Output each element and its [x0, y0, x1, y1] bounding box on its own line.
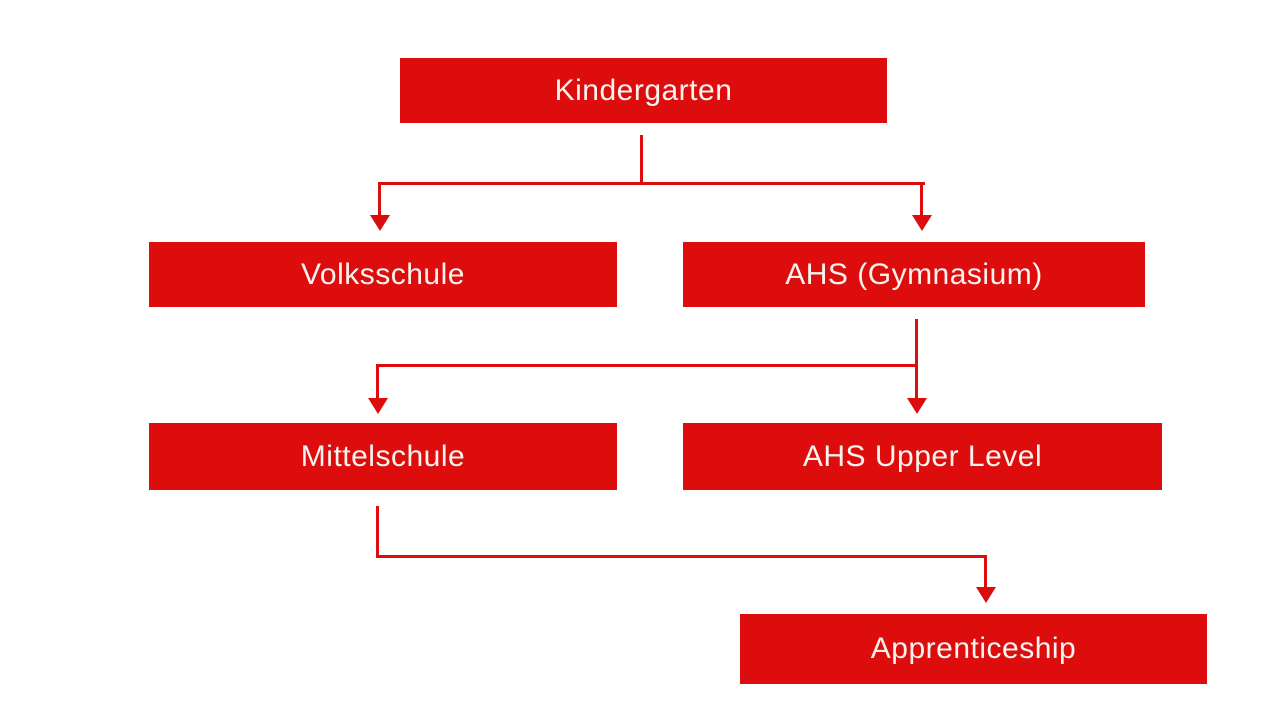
- edge-kindergarten-stem-line: [640, 135, 643, 184]
- edge-ahs-upper-level-arrowhead-icon: [907, 398, 927, 414]
- edge-kindergarten-branch-line: [378, 182, 925, 185]
- edge-ahs-mittelschule-drop-line: [376, 364, 379, 398]
- node-ahs-gymnasium-label: AHS (Gymnasium): [785, 257, 1043, 291]
- node-volksschule: Volksschule: [149, 242, 617, 307]
- edge-mittelschule-apprenticeship-line: [376, 555, 987, 558]
- edge-kindergarten-volksschule-drop-line: [378, 182, 381, 215]
- node-ahs-upper-level: AHS Upper Level: [683, 423, 1162, 490]
- node-apprenticeship-label: Apprenticeship: [870, 632, 1077, 665]
- edge-kindergarten-ahs-arrowhead-icon: [912, 215, 932, 231]
- node-ahs-gymnasium: AHS (Gymnasium): [683, 242, 1145, 307]
- node-mittelschule-label: Mittelschule: [300, 439, 466, 473]
- edge-mittelschule-apprenticeship-arrowhead-icon: [976, 587, 996, 603]
- edge-mittelschule-stem-line: [376, 506, 379, 558]
- node-kindergarten: Kindergarten: [400, 58, 887, 123]
- edge-ahs-stem-line: [915, 319, 918, 398]
- edge-kindergarten-volksschule-arrowhead-icon: [370, 215, 390, 231]
- node-kindergarten-label: Kindergarten: [554, 73, 733, 107]
- node-volksschule-label: Volksschule: [301, 257, 465, 291]
- edge-mittelschule-apprenticeship-drop-line: [984, 555, 987, 587]
- edge-kindergarten-ahs-drop-line: [920, 182, 923, 215]
- edge-ahs-mittelschule-arrowhead-icon: [368, 398, 388, 414]
- node-mittelschule: Mittelschule: [149, 423, 617, 490]
- node-ahs-upper-level-label: AHS Upper Level: [802, 439, 1043, 473]
- node-apprenticeship: Apprenticeship: [740, 614, 1207, 684]
- edge-ahs-branch-line: [376, 364, 918, 367]
